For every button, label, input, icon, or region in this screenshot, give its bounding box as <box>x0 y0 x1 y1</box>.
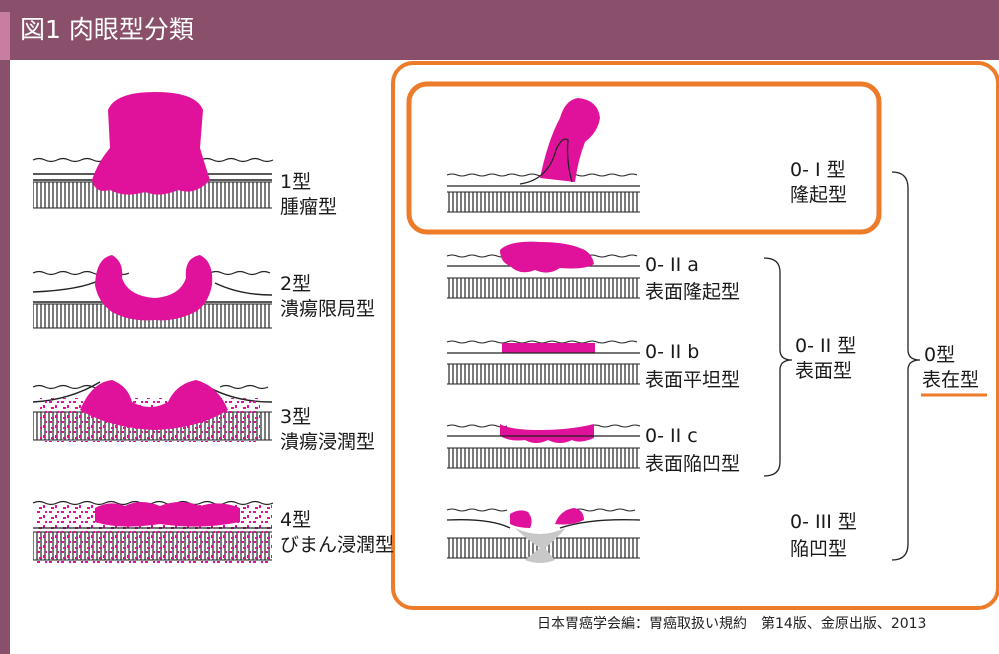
left-accent-bar <box>0 60 10 654</box>
page-title: 図1 肉眼型分類 <box>20 15 194 44</box>
type2-diagram <box>32 255 273 329</box>
type3-name-label: 潰瘍浸潤型 <box>280 431 376 453</box>
type0-number-label: 0型 <box>924 344 956 366</box>
type0-name-label: 表在型 <box>922 369 980 391</box>
type0-2a-name-label: 表面隆起型 <box>645 281 741 303</box>
type0-3-diagram <box>446 508 641 563</box>
type0-2c-number-label: 0- II c <box>645 425 698 447</box>
type0-3-number-label: 0- III 型 <box>790 511 857 533</box>
type0-1-number-label: 0- I 型 <box>790 159 846 181</box>
type0-2-number-label: 0- II 型 <box>795 335 857 357</box>
type4-diagram <box>32 500 274 563</box>
header-bar <box>0 0 999 60</box>
type1-number-label: 1型 <box>280 171 312 193</box>
type2-number-label: 2型 <box>280 273 312 295</box>
type0-3-name-label: 陥凹型 <box>790 538 848 560</box>
type0-1-diagram <box>446 98 640 213</box>
type4-number-label: 4型 <box>280 509 312 531</box>
type0-2b-number-label: 0- II b <box>645 341 700 363</box>
type3-number-label: 3型 <box>280 406 312 428</box>
type2-name-label: 潰瘍限局型 <box>280 298 376 320</box>
type4-name-label: びまん浸潤型 <box>280 534 395 556</box>
source-credit: 日本胃癌学会編：胃癌取扱い規約 第14版、金原出版、2013 <box>537 616 927 632</box>
type0-2b-diagram <box>446 340 640 385</box>
type0-2c-name-label: 表面陥凹型 <box>645 453 741 475</box>
type0-2-name-label: 表面型 <box>795 360 853 382</box>
type1-name-label: 腫瘤型 <box>280 196 338 218</box>
type0-2a-diagram <box>446 241 640 299</box>
type0-2b-name-label: 表面平坦型 <box>645 369 741 391</box>
type0-2c-diagram <box>446 424 641 469</box>
type1-diagram <box>32 92 274 209</box>
brace-0-2 <box>763 257 793 477</box>
type0-1-highlight-box <box>406 81 882 235</box>
brace-0 <box>891 171 921 561</box>
superficial-type-highlight-box <box>391 61 999 610</box>
type0-2a-number-label: 0- II a <box>645 254 699 276</box>
type3-diagram <box>32 380 273 442</box>
header-accent-stripe <box>0 12 10 60</box>
type0-1-name-label: 隆起型 <box>790 184 848 206</box>
